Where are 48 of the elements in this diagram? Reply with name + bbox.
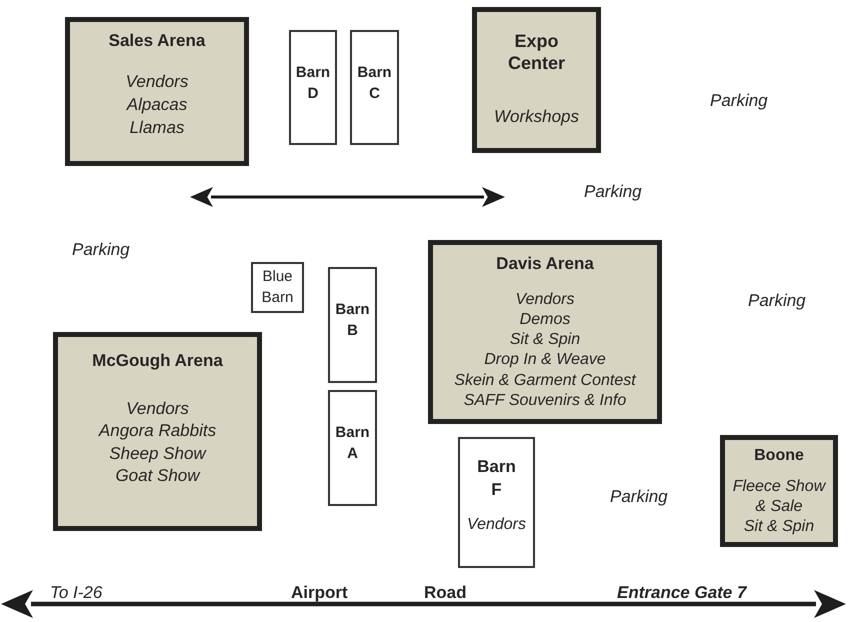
activity-label: Demos — [520, 310, 570, 330]
activity-label: SAFF Souvenirs & Info — [464, 391, 626, 411]
barn-building — [328, 390, 377, 506]
building-name: Blue Barn — [260, 267, 294, 308]
activity-label: Vendors — [467, 515, 526, 535]
activity-label: Vendors — [126, 398, 189, 420]
activity-label: Sit & Spin — [744, 517, 814, 537]
building-name: Barn D — [294, 63, 332, 104]
barn-building — [350, 30, 399, 145]
activity-label: Sheep Show — [109, 443, 206, 465]
road-name: Airport — [291, 582, 348, 604]
arena-building — [65, 17, 249, 166]
building-name: Boone — [754, 446, 804, 466]
activity-label: Vendors — [516, 290, 574, 310]
road-name: Road — [424, 582, 466, 604]
activity-label: Vendors — [126, 71, 188, 93]
activity-label: Drop In & Weave — [484, 350, 606, 370]
building-name: Davis Arena — [496, 253, 594, 275]
activity-label: Angora Rabbits — [98, 420, 216, 442]
building-name: Barn C — [356, 63, 393, 104]
barn-building — [251, 262, 304, 313]
activity-label: Alpacas — [126, 94, 188, 116]
activity-label: Skein & Garment Contest — [454, 371, 636, 391]
building-name: Barn B — [334, 300, 371, 341]
activity-label: Sit & Spin — [510, 330, 580, 350]
parking-label: Parking — [72, 239, 130, 261]
activity-label: Workshops — [494, 106, 580, 128]
arena-building — [428, 240, 662, 424]
direction-label: Entrance Gate 7 — [617, 582, 746, 604]
barn-building — [458, 437, 535, 568]
hall-building — [472, 7, 601, 153]
activity-label: Goat Show — [115, 465, 200, 487]
direction-label: To I-26 — [50, 582, 102, 604]
building-name: Expo Center — [506, 30, 566, 74]
building-name: Sales Arena — [108, 30, 206, 52]
parking-label: Parking — [748, 290, 806, 312]
barn-building — [328, 267, 377, 383]
arena-building — [53, 332, 262, 531]
parking-label: Parking — [710, 90, 768, 112]
barn-building — [289, 30, 337, 145]
arena-building — [720, 435, 838, 547]
parking-label: Parking — [610, 486, 668, 508]
activity-label: Fleece Show & Sale — [732, 477, 827, 517]
building-name: McGough Arena — [92, 350, 223, 372]
parking-label: Parking — [584, 181, 642, 203]
activity-label: Llamas — [130, 117, 184, 139]
building-name: Barn A — [334, 423, 371, 464]
building-name: Barn F — [476, 456, 517, 501]
